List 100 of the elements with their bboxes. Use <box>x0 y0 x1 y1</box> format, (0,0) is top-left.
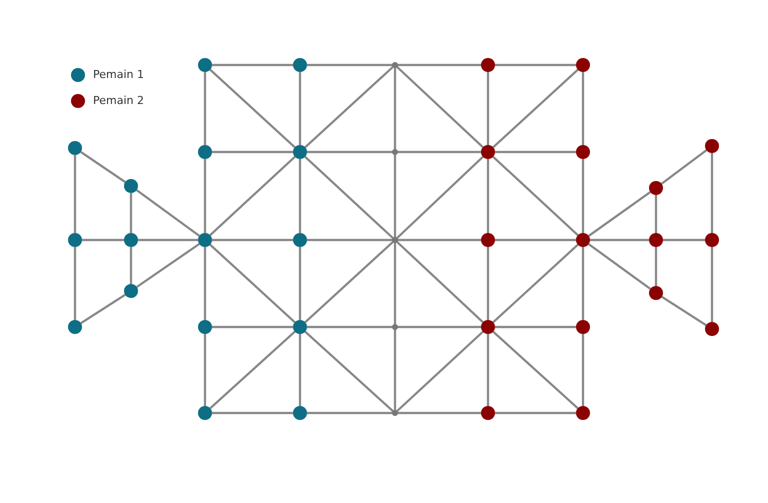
board-line <box>212 238 293 242</box>
legend-label: Pemain 2 <box>93 94 144 108</box>
game-piece <box>481 233 495 247</box>
legend-label: Pemain 1 <box>93 68 144 82</box>
board-line <box>654 195 658 233</box>
board-line <box>663 238 705 242</box>
game-piece <box>124 233 138 247</box>
board-line <box>298 334 302 406</box>
game-piece <box>576 58 590 72</box>
board-line <box>395 238 481 242</box>
board-line <box>307 150 395 154</box>
game-piece <box>705 233 719 247</box>
game-piece <box>576 233 590 247</box>
game-piece <box>293 233 307 247</box>
board-line <box>209 68 296 148</box>
board-line <box>136 189 200 237</box>
game-piece <box>293 58 307 72</box>
game-piece <box>481 145 495 159</box>
board-line <box>212 150 293 154</box>
board-line <box>138 238 198 242</box>
game-piece <box>293 406 307 420</box>
game-piece <box>649 233 663 247</box>
game-piece <box>198 145 212 159</box>
board-line <box>394 330 484 414</box>
board-line <box>136 243 200 288</box>
board-line <box>486 72 490 145</box>
game-piece <box>576 320 590 334</box>
board-line <box>304 156 396 241</box>
board-line <box>209 244 296 324</box>
game-piece <box>293 320 307 334</box>
board-line <box>212 326 293 328</box>
board-line <box>80 294 126 324</box>
board-line <box>495 326 576 328</box>
board-line <box>492 68 579 148</box>
line-junction <box>392 62 398 68</box>
game-piece <box>68 320 82 334</box>
board-line <box>582 334 584 406</box>
board-line <box>492 244 579 324</box>
game-piece <box>198 320 212 334</box>
board-line <box>204 334 206 406</box>
board-line <box>582 159 584 233</box>
board-line <box>588 243 651 290</box>
board-line <box>486 334 490 406</box>
board-line <box>661 296 707 326</box>
board-line <box>395 412 481 414</box>
game-piece <box>705 139 719 153</box>
board-line <box>82 238 124 242</box>
board-line <box>394 239 484 324</box>
board-line <box>395 150 481 154</box>
board-line <box>492 156 579 236</box>
board-line <box>486 247 490 320</box>
board-line <box>307 238 395 242</box>
board-line <box>710 153 714 233</box>
game-piece <box>68 233 82 247</box>
board-line <box>394 65 396 152</box>
line-junction <box>392 149 398 155</box>
game-piece <box>198 233 212 247</box>
board-line <box>80 151 126 183</box>
board-line <box>307 326 395 328</box>
board-line <box>304 64 396 148</box>
board-line <box>495 412 576 414</box>
board-line <box>495 150 576 154</box>
board-line <box>130 193 132 233</box>
board-line <box>307 64 395 66</box>
game-piece <box>198 406 212 420</box>
board-line <box>304 330 396 414</box>
board-line <box>395 326 481 328</box>
board-line <box>212 64 293 66</box>
board-line <box>590 238 649 242</box>
game-piece <box>293 145 307 159</box>
board-line <box>304 239 396 324</box>
board-line <box>204 247 206 320</box>
board-line <box>298 72 302 145</box>
board-line <box>298 159 302 233</box>
board-line <box>582 72 584 145</box>
game-piece <box>68 141 82 155</box>
game-piece <box>124 179 138 193</box>
game-piece <box>576 145 590 159</box>
board-line <box>654 247 658 286</box>
board-line <box>495 64 576 66</box>
game-piece <box>576 406 590 420</box>
line-junction <box>392 324 398 330</box>
board-line <box>74 155 76 233</box>
board-line <box>307 412 395 414</box>
board-line <box>588 191 651 237</box>
board-line <box>209 156 296 236</box>
game-piece <box>481 406 495 420</box>
game-piece <box>124 284 138 298</box>
game-piece <box>649 181 663 195</box>
board-line <box>298 247 302 320</box>
board-line <box>582 247 584 320</box>
board-line <box>204 159 206 233</box>
board-line <box>394 152 396 240</box>
board-line <box>394 327 396 413</box>
game-piece <box>481 58 495 72</box>
board-line <box>395 64 481 66</box>
board-line <box>660 149 708 185</box>
board-line <box>204 72 206 145</box>
board-line <box>212 412 293 414</box>
board-line <box>394 64 484 148</box>
